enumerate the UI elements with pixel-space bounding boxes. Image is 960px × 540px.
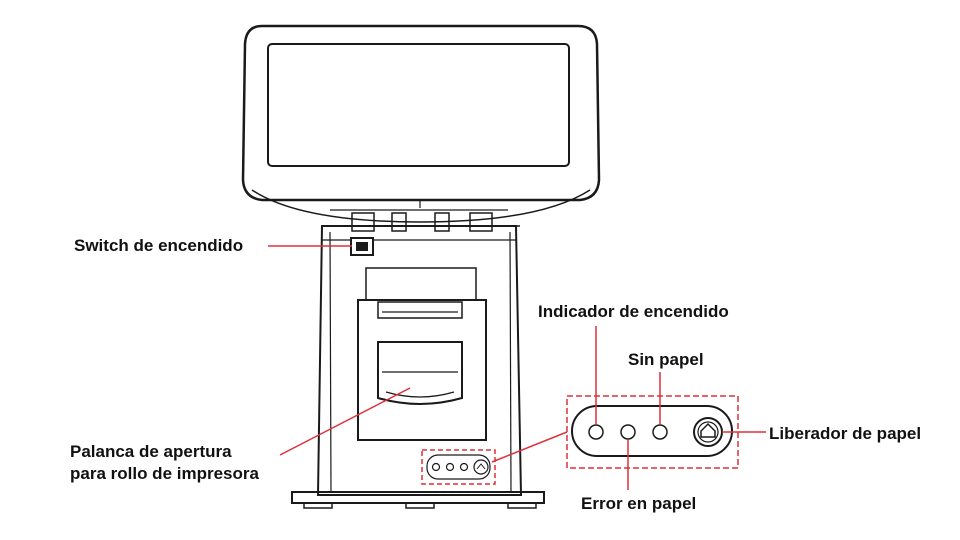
callout-zoom [491,431,568,463]
printer-unit [357,267,487,441]
printer-lever [377,341,463,405]
small-panel-highlight [421,449,496,485]
monitor [241,24,601,223]
label-printer-lever-line2: para rollo de impresora [70,464,259,483]
label-paper-release: Liberador de papel [769,424,922,443]
callout-lever [279,387,411,456]
indicator-panel-small [426,454,491,480]
base-stand [291,225,545,509]
power-switch [350,237,374,256]
error-led-icon [620,424,636,440]
nopaper-led-icon [652,424,668,440]
label-power-switch: Switch de encendido [74,236,244,255]
label-paper-error: Error en papel [581,494,697,513]
monitor-screen [267,43,570,167]
label-no-paper: Sin papel [628,350,704,369]
label-printer-lever: Palanca de apertura para rollo de impres… [70,441,259,485]
callout-lines [268,245,766,490]
printer-lid-tab [377,301,463,319]
label-printer-lever-line1: Palanca de apertura [70,442,232,461]
label-power-indicator: Indicador de encendido [538,302,729,321]
power-led-icon [588,424,604,440]
foot-plate [291,491,545,504]
